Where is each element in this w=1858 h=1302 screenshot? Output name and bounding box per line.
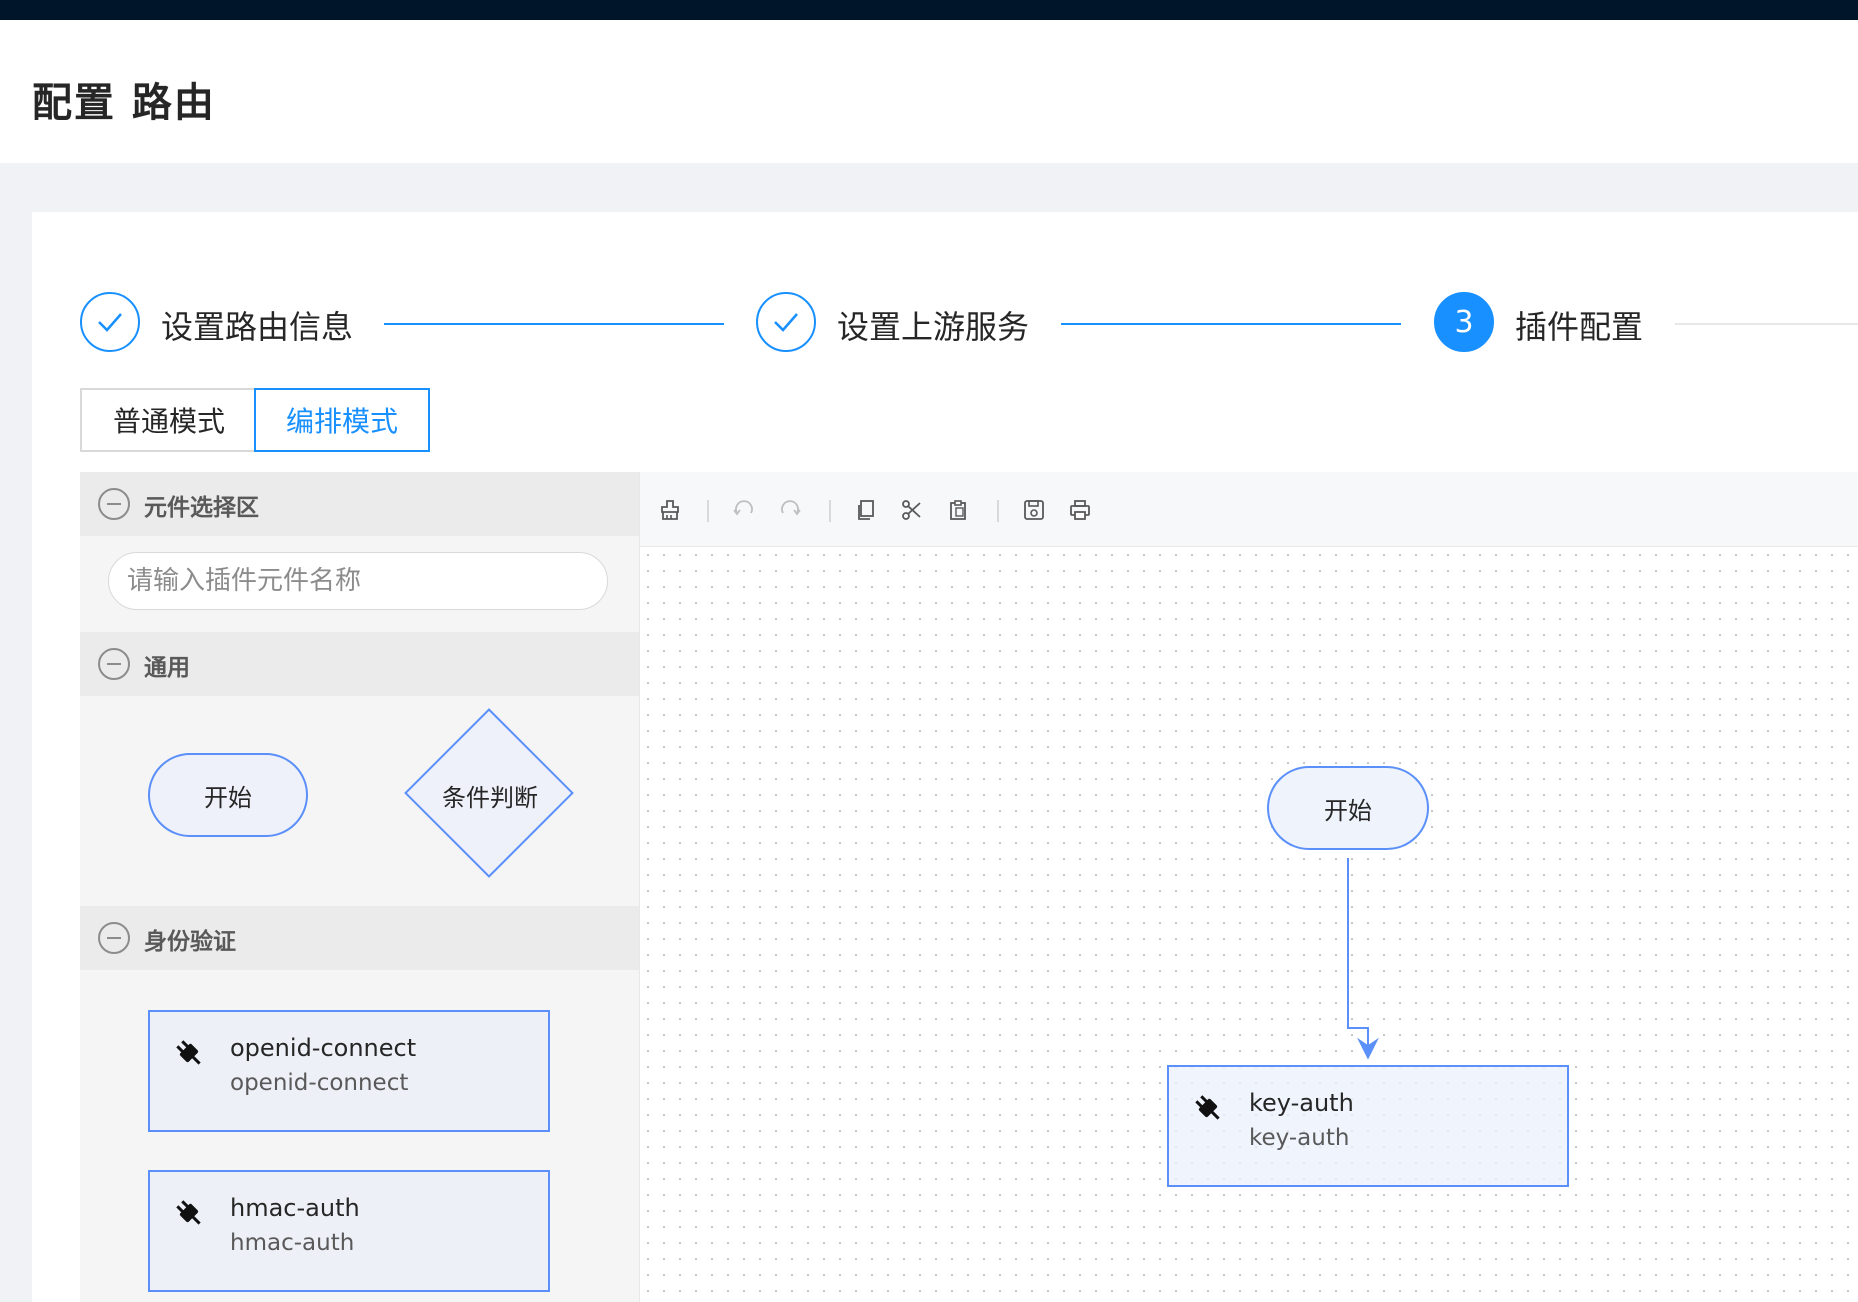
auth-section-header[interactable]: 身份验证 (80, 906, 639, 970)
clear-icon[interactable] (656, 496, 684, 524)
plugin-name: hmac-auth (230, 1194, 360, 1222)
step-label: 设置上游服务 (837, 308, 1030, 346)
check-icon (756, 292, 816, 352)
page-title: 配置 路由 (32, 80, 216, 126)
plug-icon (176, 1200, 201, 1225)
cut-icon[interactable] (898, 496, 926, 524)
plugin-card-hmac-auth[interactable]: hmac-auth hmac-auth (148, 1170, 550, 1292)
section-title: 元件选择区 (144, 495, 259, 521)
toolbar-divider (829, 500, 831, 522)
canvas-toolbar (640, 472, 1858, 547)
check-icon (80, 292, 140, 352)
section-title: 身份验证 (144, 929, 236, 955)
plugin-desc: key-auth (1249, 1125, 1350, 1151)
paste-icon[interactable] (944, 496, 972, 524)
copy-icon[interactable] (852, 496, 880, 524)
compose-mode-button[interactable]: 编排模式 (254, 388, 430, 452)
condition-shape-label: 条件判断 (442, 784, 538, 812)
plugin-name: openid-connect (230, 1034, 417, 1062)
collapse-icon[interactable] (98, 922, 130, 954)
plug-icon (176, 1040, 201, 1065)
step-connector (1675, 323, 1858, 325)
step-connector (1061, 323, 1401, 325)
step-label: 设置路由信息 (161, 308, 354, 346)
plugin-desc: openid-connect (230, 1070, 409, 1096)
section-title: 通用 (144, 655, 190, 681)
plugin-card-openid-connect[interactable]: openid-connect openid-connect (148, 1010, 550, 1132)
print-icon[interactable] (1066, 496, 1094, 524)
step-connector (384, 323, 724, 325)
plugin-search-input[interactable] (108, 552, 608, 610)
toolbar-divider (707, 500, 709, 522)
page-header: 配置 路由 (0, 20, 1858, 163)
step-label: 插件配置 (1515, 308, 1644, 346)
top-nav-bar (0, 0, 1858, 20)
component-panel: 元件选择区 通用 开始 条件判断 身份验证 openid-connect ope… (80, 472, 640, 1302)
plugin-desc: hmac-auth (230, 1230, 355, 1256)
normal-mode-button[interactable]: 普通模式 (80, 388, 256, 452)
step-number: 3 (1434, 292, 1494, 352)
start-shape[interactable]: 开始 (148, 753, 308, 837)
redo-icon[interactable] (776, 496, 804, 524)
canvas-plugin-node-key-auth[interactable]: key-auth key-auth (1167, 1065, 1569, 1187)
toolbar-divider (997, 500, 999, 522)
collapse-icon[interactable] (98, 648, 130, 680)
canvas-start-node[interactable]: 开始 (1267, 766, 1429, 850)
collapse-icon[interactable] (98, 488, 130, 520)
save-icon[interactable] (1020, 496, 1048, 524)
general-section-header[interactable]: 通用 (80, 632, 639, 696)
plug-icon (1195, 1095, 1220, 1120)
undo-icon[interactable] (730, 496, 758, 524)
flow-canvas[interactable] (640, 547, 1858, 1302)
components-section-header[interactable]: 元件选择区 (80, 472, 639, 536)
plugin-name: key-auth (1249, 1089, 1354, 1117)
